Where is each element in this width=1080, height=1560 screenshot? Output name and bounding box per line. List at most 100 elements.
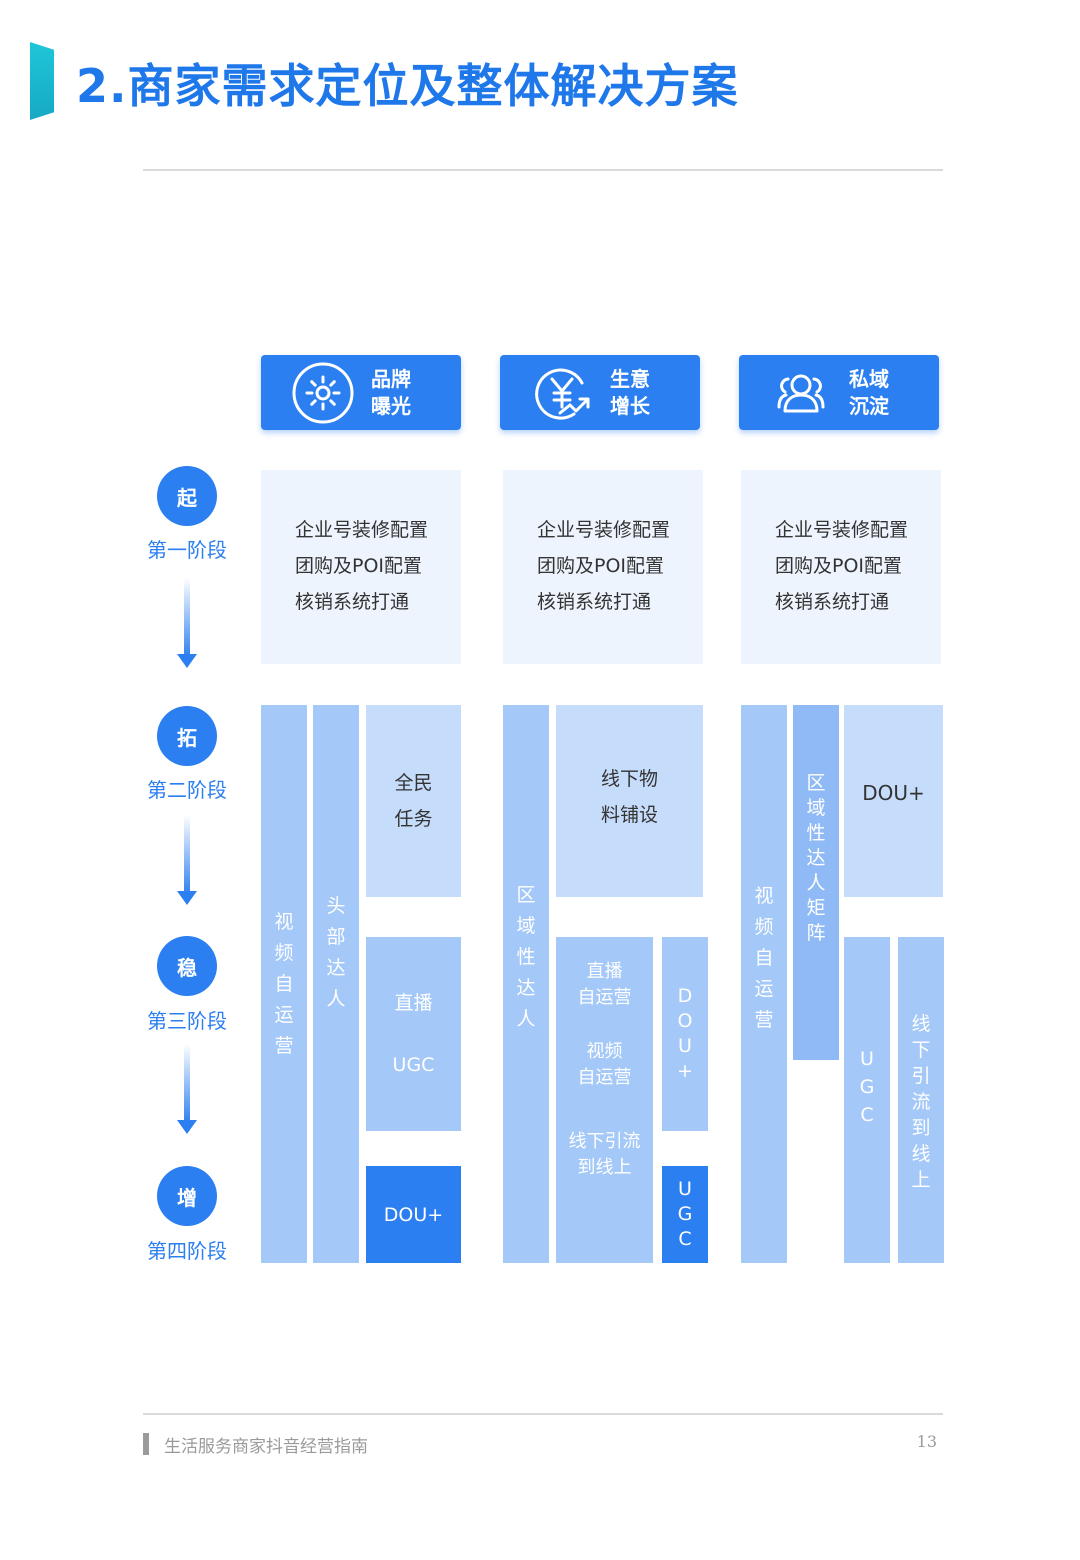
- users-icon: [777, 374, 825, 412]
- vchar: 区: [806, 772, 826, 794]
- stage-label-1: 第一阶段: [147, 538, 227, 562]
- vchar: 视: [754, 885, 774, 907]
- sun-icon: [292, 362, 354, 423]
- vchar: 运: [274, 1003, 294, 1026]
- vchar: U: [678, 1178, 692, 1200]
- stage-badge-2: 拓: [157, 706, 217, 766]
- vchar: 流: [911, 1091, 931, 1113]
- down-arrow-icon: [176, 815, 198, 907]
- vchar: 部: [326, 926, 346, 948]
- text-dou: DOU+: [383, 1203, 444, 1226]
- text-line: 线下引流: [568, 1131, 641, 1152]
- block-dou-plus: DOU+: [366, 1166, 461, 1263]
- title-accent-bar: [30, 42, 54, 120]
- stage-badge-4: 增: [157, 1166, 217, 1226]
- column-header-growth: 生意增长: [500, 355, 700, 430]
- block-all-people-task: 全民 任务: [366, 705, 461, 897]
- top-divider: [143, 169, 943, 171]
- phase1-line: 团购及POI配置: [775, 555, 903, 577]
- vchar: 域: [806, 797, 826, 819]
- text-line: 视频: [586, 1041, 623, 1062]
- text-live: 直播: [394, 992, 433, 1014]
- vchar: 引: [911, 1065, 931, 1087]
- column-header-label: 生意增长: [610, 366, 650, 418]
- block-offline-to-online: 线 下 引 流 到 线 上: [898, 937, 944, 1263]
- phase1-line: 团购及POI配置: [295, 555, 423, 577]
- vchar: G: [859, 1076, 875, 1098]
- vchar: U: [678, 1035, 692, 1057]
- vchar: C: [678, 1228, 692, 1250]
- vchar: 性: [516, 946, 536, 968]
- vchar: 人: [516, 1008, 536, 1030]
- yuan-growth-icon: [535, 368, 590, 419]
- vchar: 自: [754, 947, 774, 969]
- vchar: 人: [326, 988, 346, 1010]
- vchar: 阵: [806, 922, 826, 944]
- phase1-box-brand: 企业号装修配置 团购及POI配置 核销系统打通: [261, 470, 461, 664]
- vchar: D: [677, 985, 693, 1007]
- vchar: 域: [516, 915, 536, 937]
- phase1-line: 核销系统打通: [775, 591, 890, 613]
- stage-label-2: 第二阶段: [147, 778, 227, 802]
- stage-label-4: 第四阶段: [147, 1239, 227, 1263]
- block-video-self-ops: 视 频 自 运 营: [741, 705, 787, 1263]
- footer-accent-bar: [143, 1433, 149, 1455]
- block-video-self-ops: 视 频 自 运 营: [261, 705, 307, 1263]
- vchar: 到: [911, 1117, 931, 1139]
- text-line: 线下物: [600, 768, 658, 790]
- vchar: 视: [274, 910, 294, 933]
- block-live-ugc: 直播 UGC: [366, 937, 461, 1131]
- text-line: 自运营: [577, 987, 632, 1008]
- vchar: 性: [806, 822, 826, 844]
- block-regional-matrix: 区 域 性 达 人 矩 阵: [793, 705, 839, 1060]
- vchar: 矩: [806, 897, 826, 919]
- vchar: 频: [754, 916, 774, 938]
- column-header-brand: 品牌曝光: [261, 355, 461, 430]
- vchar: 达: [806, 847, 826, 869]
- footer-divider: [143, 1413, 943, 1415]
- vchar: C: [860, 1104, 874, 1126]
- column-header-label: 品牌曝光: [371, 366, 411, 418]
- vchar: 营: [754, 1009, 774, 1031]
- vchar: 达: [516, 977, 536, 999]
- phase1-box-private: 企业号装修配置 团购及POI配置 核销系统打通: [741, 470, 941, 664]
- block-regional-influencer: 区 域 性 达 人: [503, 705, 549, 1263]
- phase1-line: 核销系统打通: [537, 591, 652, 613]
- footer-title: 生活服务商家抖音经营指南: [164, 1437, 368, 1457]
- phase1-line: 企业号装修配置: [537, 519, 671, 541]
- text-line: 任务: [394, 808, 433, 830]
- phase1-line: 企业号装修配置: [775, 519, 909, 541]
- down-arrow-icon: [176, 1044, 198, 1136]
- text-line: 到线上: [577, 1157, 632, 1178]
- text-line: 料铺设: [600, 804, 658, 826]
- vchar: O: [677, 1010, 693, 1032]
- page-number: 13: [916, 1432, 937, 1451]
- block-top-influencer: 头 部 达 人: [313, 705, 359, 1263]
- phase1-box-growth: 企业号装修配置 团购及POI配置 核销系统打通: [503, 470, 703, 664]
- text-ugc: UGC: [392, 1054, 435, 1076]
- block-self-ops-stack: 直播 自运营 视频 自运营 线下引流 到线上: [556, 937, 653, 1263]
- vchar: 达: [326, 957, 346, 979]
- vchar: 频: [274, 941, 294, 964]
- block-dou-plus: DOU+: [844, 705, 943, 897]
- phase1-line: 团购及POI配置: [537, 555, 665, 577]
- vchar: 人: [806, 872, 826, 894]
- vchar: 营: [274, 1034, 294, 1057]
- down-arrow-icon: [176, 578, 198, 670]
- block-ugc-vertical: U G C: [844, 937, 890, 1263]
- block-dou-plus-vertical: D O U +: [662, 937, 708, 1131]
- text-line: 全民: [394, 772, 433, 794]
- stage-label-3: 第三阶段: [147, 1009, 227, 1033]
- vchar: 上: [911, 1169, 931, 1191]
- text-line: 直播: [586, 961, 623, 982]
- block-ugc-vertical: U G C: [662, 1166, 708, 1263]
- phase1-line: 企业号装修配置: [295, 519, 429, 541]
- stage-badge-3: 稳: [157, 936, 217, 996]
- column-header-private: 私域沉淀: [739, 355, 939, 430]
- phase1-line: 核销系统打通: [295, 591, 410, 613]
- vchar: 自: [274, 972, 294, 995]
- vchar: U: [860, 1048, 874, 1070]
- vchar: 头: [326, 895, 346, 917]
- vchar: 线: [911, 1143, 931, 1165]
- vchar: 线: [911, 1013, 931, 1035]
